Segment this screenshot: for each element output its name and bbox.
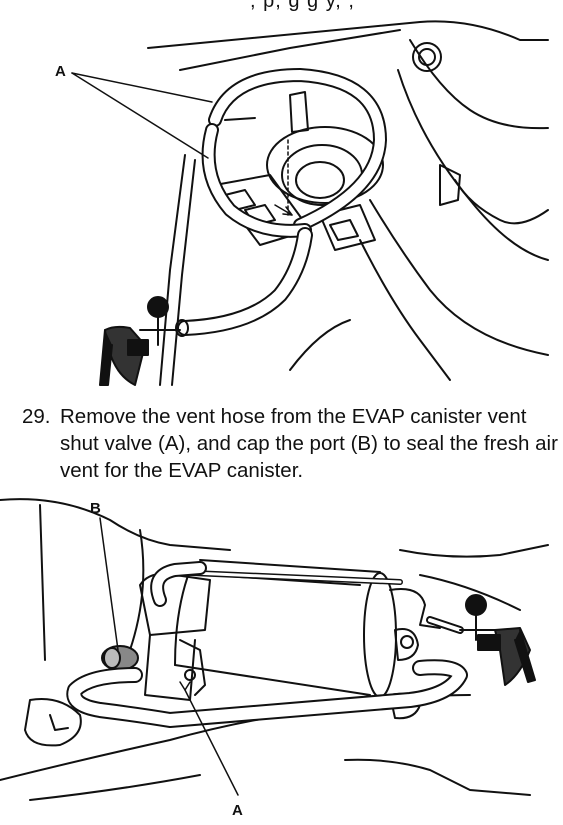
page-fragment-text: , p, g g y, , — [250, 0, 355, 12]
callout-a-figure1: A — [55, 63, 66, 80]
engine-bay-illustration — [71, 20, 549, 386]
step-text: Remove the vent hose from the EVAP canis… — [60, 405, 558, 482]
callout-a-figure2: A — [232, 802, 243, 819]
callout-b-figure2: B — [90, 500, 101, 517]
evap-canister-illustration — [0, 498, 549, 801]
step-number: 29. — [22, 405, 51, 428]
